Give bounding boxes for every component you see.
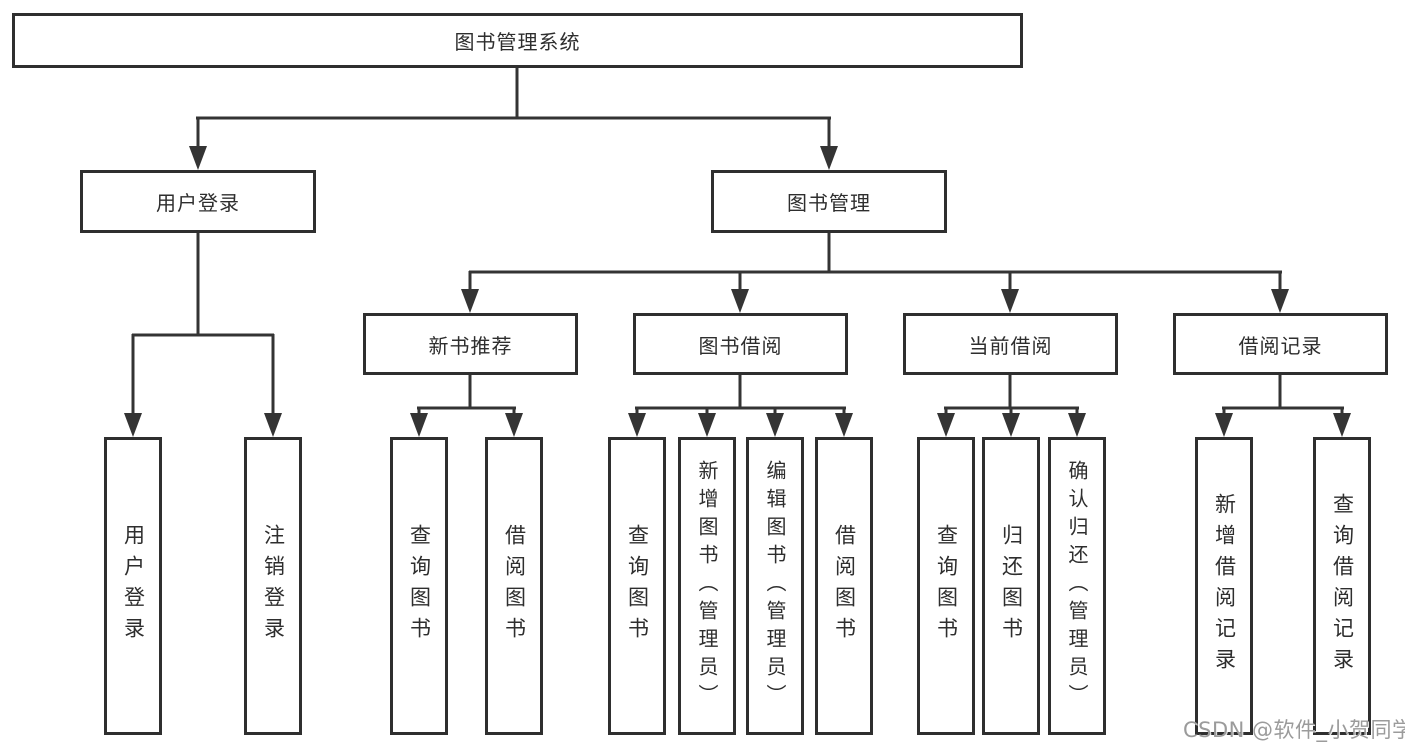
leaf-return-books: 归还图书	[982, 437, 1040, 735]
leaf-borrow-books: 借阅图书	[815, 437, 873, 735]
connector-borrow-records-children	[1215, 374, 1351, 437]
watermark: CSDN @软件_小贺同学	[1183, 718, 1405, 742]
node-book-borrow: 图书借阅	[633, 313, 848, 375]
leaf-confirm-return-admin: 确认归还（管理员）	[1048, 437, 1106, 735]
connector-user-login-children	[124, 232, 282, 437]
leaf-recommend-borrow-books: 借阅图书	[485, 437, 543, 735]
node-borrow-records: 借阅记录	[1173, 313, 1388, 375]
node-user-login-label: 用户登录	[156, 191, 240, 215]
leaf-edit-books-admin-label: 编辑图书（管理员）	[763, 460, 787, 712]
leaf-query-borrow-record: 查询借阅记录	[1313, 437, 1371, 735]
leaf-borrow-query-books: 查询图书	[608, 437, 666, 735]
leaf-query-borrow-record-label: 查询借阅记录	[1330, 493, 1355, 679]
node-new-book-recommend: 新书推荐	[363, 313, 578, 375]
leaf-confirm-return-admin-label: 确认归还（管理员）	[1065, 460, 1089, 712]
leaf-user-login: 用户登录	[104, 437, 162, 735]
node-current-borrow-label: 当前借阅	[968, 333, 1053, 358]
leaf-add-books-admin-label: 新增图书（管理员）	[695, 460, 719, 712]
connector-book-management-children	[461, 232, 1289, 313]
node-new-book-recommend-label: 新书推荐	[428, 333, 513, 358]
leaf-add-borrow-record-label: 新增借阅记录	[1212, 493, 1237, 679]
node-root: 图书管理系统	[12, 13, 1023, 68]
leaf-logout: 注销登录	[244, 437, 302, 735]
connector-new-book-recommend-children	[410, 374, 523, 437]
leaf-recommend-borrow-books-label: 借阅图书	[502, 524, 527, 648]
node-book-management: 图书管理	[711, 170, 947, 233]
leaf-current-query-books: 查询图书	[917, 437, 975, 735]
leaf-add-borrow-record: 新增借阅记录	[1195, 437, 1253, 735]
leaf-logout-label: 注销登录	[261, 524, 286, 648]
leaf-borrow-query-books-label: 查询图书	[625, 524, 650, 648]
connector-book-borrow-children	[628, 374, 853, 437]
node-borrow-records-label: 借阅记录	[1238, 333, 1323, 358]
node-book-management-label: 图书管理	[787, 191, 871, 215]
node-current-borrow: 当前借阅	[903, 313, 1118, 375]
connector-current-borrow-children	[937, 374, 1086, 437]
leaf-recommend-query-books-label: 查询图书	[407, 524, 432, 648]
leaf-borrow-books-label: 借阅图书	[832, 524, 857, 648]
node-root-label: 图书管理系统	[454, 30, 581, 54]
node-book-borrow-label: 图书借阅	[698, 333, 783, 358]
node-user-login: 用户登录	[80, 170, 316, 233]
connector-root-to-level2	[189, 68, 838, 170]
leaf-current-query-books-label: 查询图书	[934, 524, 959, 648]
leaf-edit-books-admin: 编辑图书（管理员）	[746, 437, 804, 735]
leaf-recommend-query-books: 查询图书	[390, 437, 448, 735]
leaf-add-books-admin: 新增图书（管理员）	[678, 437, 736, 735]
leaf-user-login-label: 用户登录	[121, 524, 146, 648]
leaf-return-books-label: 归还图书	[999, 524, 1024, 648]
